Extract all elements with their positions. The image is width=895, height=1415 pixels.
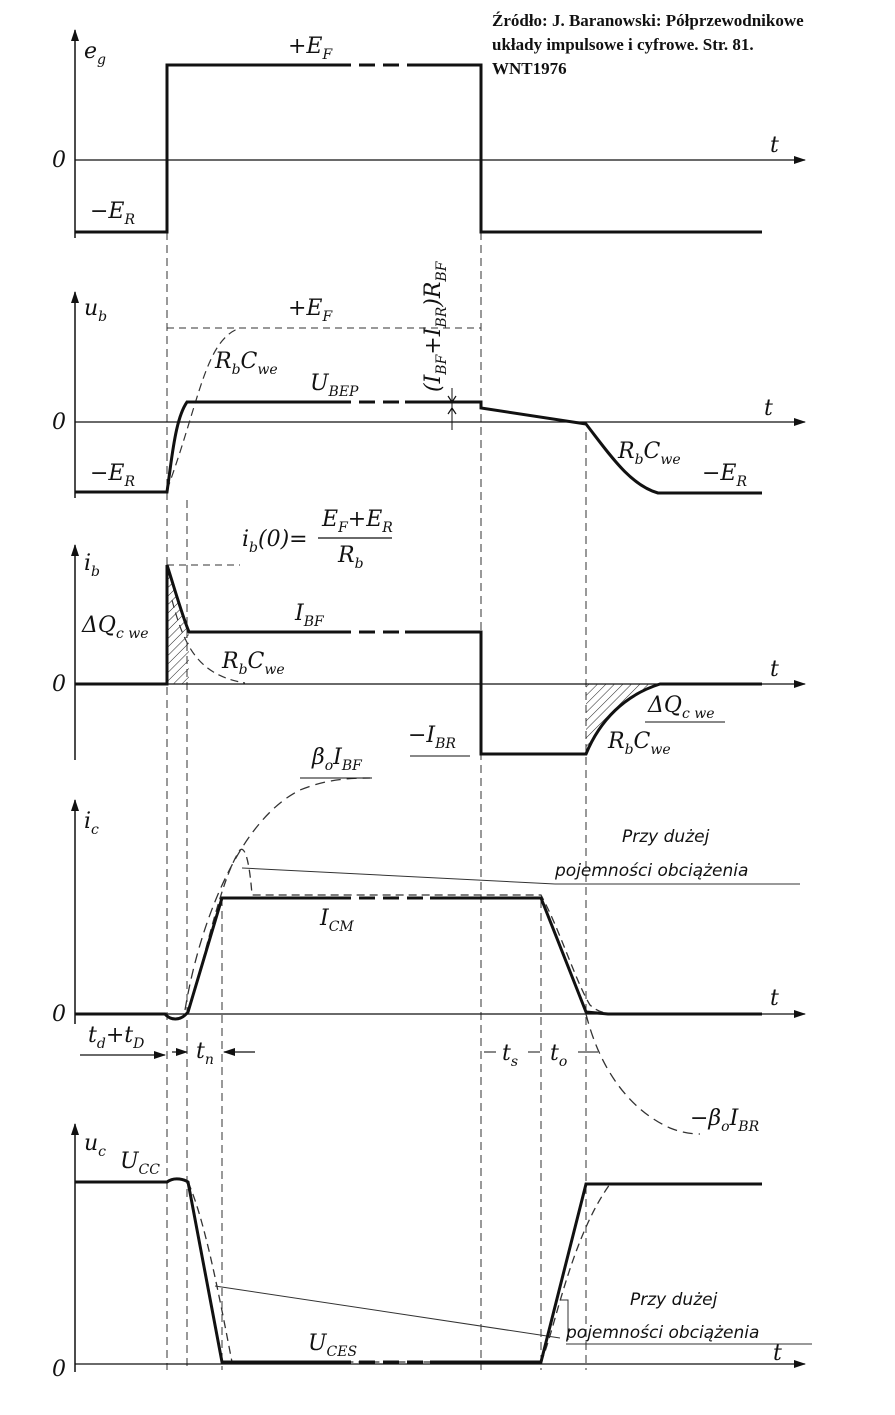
panel-uc: uc UCC 0 t UCES Przy dużej pojemności ob… [52,1123,812,1382]
ub-t-label: t [764,396,773,421]
ib-charge-area-off [586,684,660,752]
ib-dq-off-label: ΔQc we [647,693,715,722]
ib-ibf-label: IBF [294,601,325,630]
ub-drop-label: (IBF+IBR)RBF [421,260,450,392]
ib-ibr-label: −IBR [408,723,456,752]
ib-dq-label: ΔQc we [81,613,149,642]
uc-y-label: uc [84,1131,106,1160]
ib-waveform-tail [405,630,762,756]
ic-zero-label: 0 [52,1002,66,1027]
ic-to-label: to [550,1041,567,1070]
ub-minus-er: −ER [90,461,136,490]
panel-eg: eg 0 t +EF −ER [52,29,806,238]
ub-rc-asymptote [166,327,241,491]
ub-plus-ef: +EF [288,296,334,325]
ic-note-leader [241,867,556,885]
ic-note-line-2: pojemności obciążenia [554,861,748,881]
eg-waveform-tail [422,63,762,234]
ub-rc-fall: RbCwe [617,439,681,468]
svg-text:Rb: Rb [337,543,364,572]
uc-uces-label: UCES [308,1331,357,1360]
uc-heavy-load-curve [187,1181,625,1363]
ic-note-line-1: Przy dużej [622,827,710,847]
uc-note-bracket [560,1299,569,1340]
eg-zero-label: 0 [52,148,66,173]
uc-waveform [75,1177,335,1364]
ib-charge-area-on [167,565,189,684]
eg-plus-ef: +EF [288,34,334,63]
uc-t-label: t [773,1341,782,1366]
eg-waveform [75,63,335,234]
ic-beta-ibr-curve [585,1013,701,1135]
ib-zero-label: 0 [52,672,66,697]
ic-tn-label: tn [196,1039,214,1068]
ub-y-label: ub [84,296,107,325]
eg-t-label: t [770,133,779,158]
eg-minus-er: −ER [90,199,136,228]
source-line-1: Źródło: J. Baranowski: Półprzewodnikowe [492,11,804,30]
source-line-2: układy impulsowe i cyfrowe. Str. 81. [492,35,754,54]
ib-rc-on: RbCwe [221,649,285,678]
panel-ib: ib 0 t ib(0)= EF+ER Rb ΔQc we IBF RbCwe … [52,507,806,760]
ic-waveform-tail [430,896,762,1016]
source-line-3: WNT1976 [492,59,567,78]
ic-beta-ibf-curve [184,777,371,1011]
ib-rc-off: RbCwe [607,729,671,758]
svg-text:EF+ER: EF+ER [321,507,393,536]
ic-beta-ibf-label: βoIBF [311,745,363,774]
eg-y-label: eg [84,39,106,68]
svg-text:ib(0)=: ib(0)= [242,527,308,556]
uc-ucc-label: UCC [120,1149,160,1178]
ub-rc-rise: RbCwe [214,349,278,378]
ic-beta-ibr-label: −βoIBR [690,1106,760,1135]
ub-ubep: UBEP [310,371,359,400]
ic-td-label: td+tD [88,1023,144,1052]
ic-t-label: t [770,986,779,1011]
ic-waveform [75,896,335,1021]
ub-waveform-tail [405,400,762,495]
ib-t-label: t [770,657,779,682]
source-caption: Źródło: J. Baranowski: Półprzewodnikowe … [492,11,804,78]
ic-ts-label: ts [502,1041,518,1070]
ub-waveform [75,400,335,494]
ub-minus-er-right: −ER [702,461,748,490]
ib-y-label: ib [84,551,100,580]
uc-zero-label: 0 [52,1357,66,1382]
uc-waveform-tail [430,1182,762,1364]
ub-drop-arrows [447,395,457,415]
ic-y-label: ic [84,809,99,838]
ub-zero-label: 0 [52,410,66,435]
panel-ub: ub 0 t +EF RbCwe UBEP −ER RbCwe −ER (IBF… [52,260,806,498]
panel-ic: ic 0 t βoIBF Przy dużej pojemności obcią… [52,745,806,1135]
uc-note-leader [214,1285,561,1339]
ic-icm-label: ICM [319,906,354,935]
ib-waveform [75,564,335,686]
ib-peak-formula: ib(0)= EF+ER Rb [242,507,393,572]
uc-note-line-2: pojemności obciążenia [565,1323,759,1343]
uc-note-line-1: Przy dużej [630,1290,718,1310]
ib-rc-decay [171,599,246,684]
